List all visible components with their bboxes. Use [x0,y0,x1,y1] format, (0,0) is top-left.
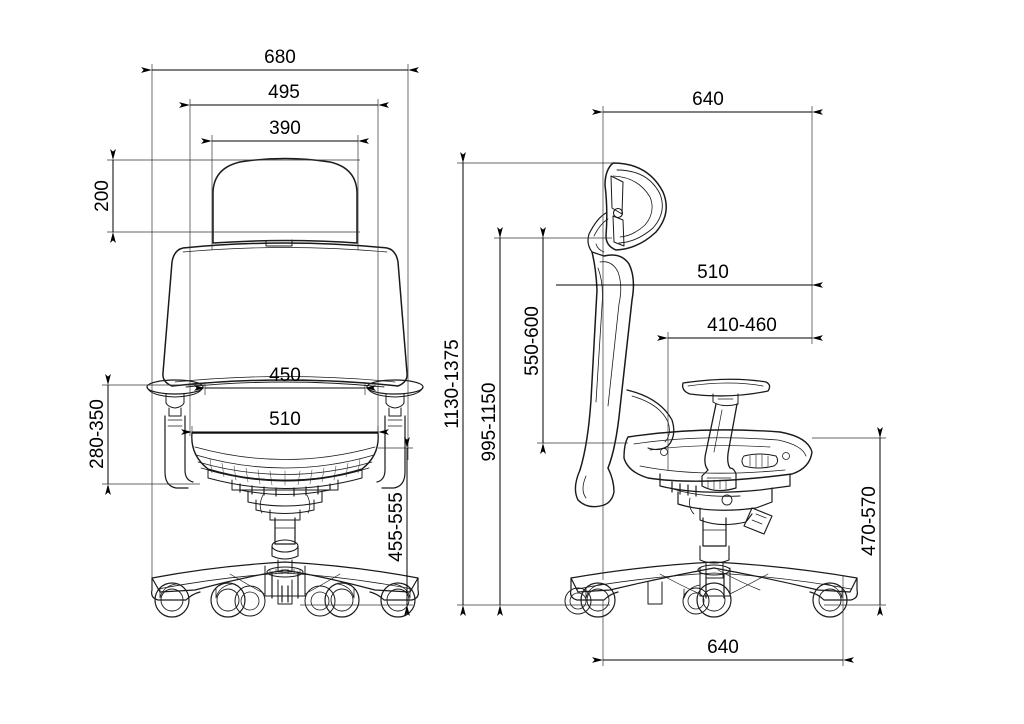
label-390: 390 [269,118,301,139]
label-510-front: 510 [269,409,301,430]
label-495: 495 [268,82,300,103]
label-680: 680 [264,47,296,68]
label-640-base: 640 [707,637,739,658]
caster [304,582,360,618]
label-410-460: 410-460 [707,315,777,336]
caster [154,582,190,618]
side-view-chair [564,162,858,618]
side-armrest [682,378,771,492]
caster [812,582,848,618]
front-gas-cylinder [271,517,299,573]
caster [682,582,732,618]
side-backrest-frame [574,251,635,508]
label-450: 450 [269,365,301,386]
front-view-chair [146,157,424,618]
label-1130-1375: 1130-1375 [442,339,463,428]
label-995-1150: 995-1150 [479,383,500,462]
side-mechanism [659,473,791,535]
dimension-lines [105,67,883,663]
label-455-555: 455-555 [386,492,407,562]
side-gas-cylinder [699,517,730,579]
caster [564,582,616,618]
front-backrest [162,242,408,387]
front-base [151,561,419,601]
label-640-top: 640 [692,89,724,110]
label-510-side: 510 [697,262,729,283]
caster [210,582,266,618]
dimension-labels: 680 495 390 200 450 510 280-350 455-555 … [87,47,880,658]
extension-lines [102,64,886,666]
side-casters [564,581,848,618]
label-280-350: 280-350 [87,399,108,469]
label-470-570: 470-570 [859,486,880,556]
label-550-600: 550-600 [522,306,543,376]
front-casters [154,579,416,618]
front-mechanism [207,469,363,521]
label-200: 200 [92,180,113,212]
side-seat [623,429,813,482]
